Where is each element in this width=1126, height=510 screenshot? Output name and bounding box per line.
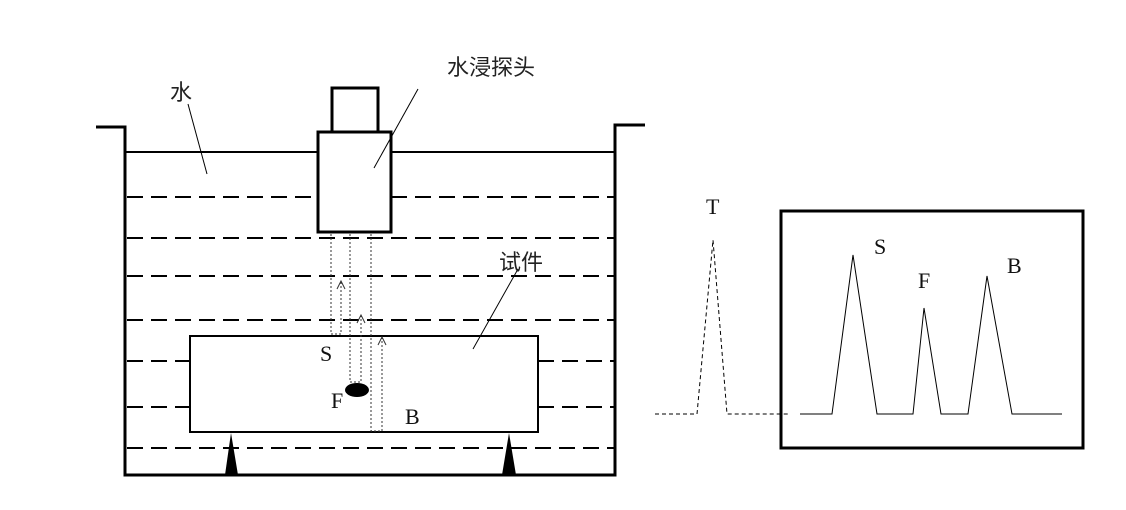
screen-label-F: F bbox=[918, 268, 930, 293]
specimen-leader bbox=[472, 268, 519, 350]
label-flaw-F: F bbox=[331, 388, 343, 413]
label-specimen: 试件 bbox=[499, 251, 543, 276]
label-water: 水 bbox=[170, 81, 192, 106]
probe-body bbox=[316, 130, 393, 234]
screen-label-S: S bbox=[874, 234, 886, 259]
transmit-pulse bbox=[655, 239, 790, 415]
label-bottom-B: B bbox=[405, 404, 420, 429]
flaw bbox=[345, 383, 369, 397]
probe-leader bbox=[373, 88, 419, 169]
echo-arrowheads bbox=[336, 279, 387, 346]
water-tank bbox=[96, 123, 645, 477]
support-right bbox=[502, 433, 516, 475]
echo-trace bbox=[800, 254, 1062, 415]
oscilloscope-screen bbox=[779, 209, 1085, 450]
specimen bbox=[189, 335, 539, 433]
label-probe: 水浸探头 bbox=[447, 56, 535, 81]
immersion-probe bbox=[316, 86, 393, 234]
label-surface-S: S bbox=[320, 341, 332, 366]
probe-connector bbox=[330, 86, 380, 134]
leader-lines bbox=[187, 88, 519, 350]
support-left bbox=[225, 433, 238, 475]
label-pulse-T: T bbox=[706, 194, 720, 219]
water-leader bbox=[187, 103, 208, 175]
screen-label-B: B bbox=[1007, 253, 1022, 278]
sound-beam-paths bbox=[330, 234, 383, 432]
